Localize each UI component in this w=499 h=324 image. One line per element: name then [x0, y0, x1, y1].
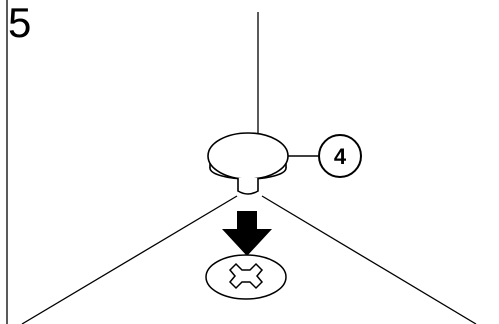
- cabinet-edges: [21, 12, 477, 324]
- step-number: 5: [8, 0, 32, 46]
- cam-lock-disc-icon: [207, 132, 289, 195]
- cross-slot-hole-icon: [205, 254, 287, 300]
- right-floor-edge: [261, 195, 477, 324]
- callout-label: 4: [334, 144, 347, 169]
- callout-circle: [318, 134, 362, 178]
- arrow-down-icon: [222, 211, 272, 256]
- cam-stem: [237, 178, 259, 195]
- cam-disc-top: [207, 132, 289, 180]
- left-floor-edge: [21, 195, 238, 324]
- callout-4: 4: [288, 134, 362, 178]
- cross-slot: [228, 262, 264, 290]
